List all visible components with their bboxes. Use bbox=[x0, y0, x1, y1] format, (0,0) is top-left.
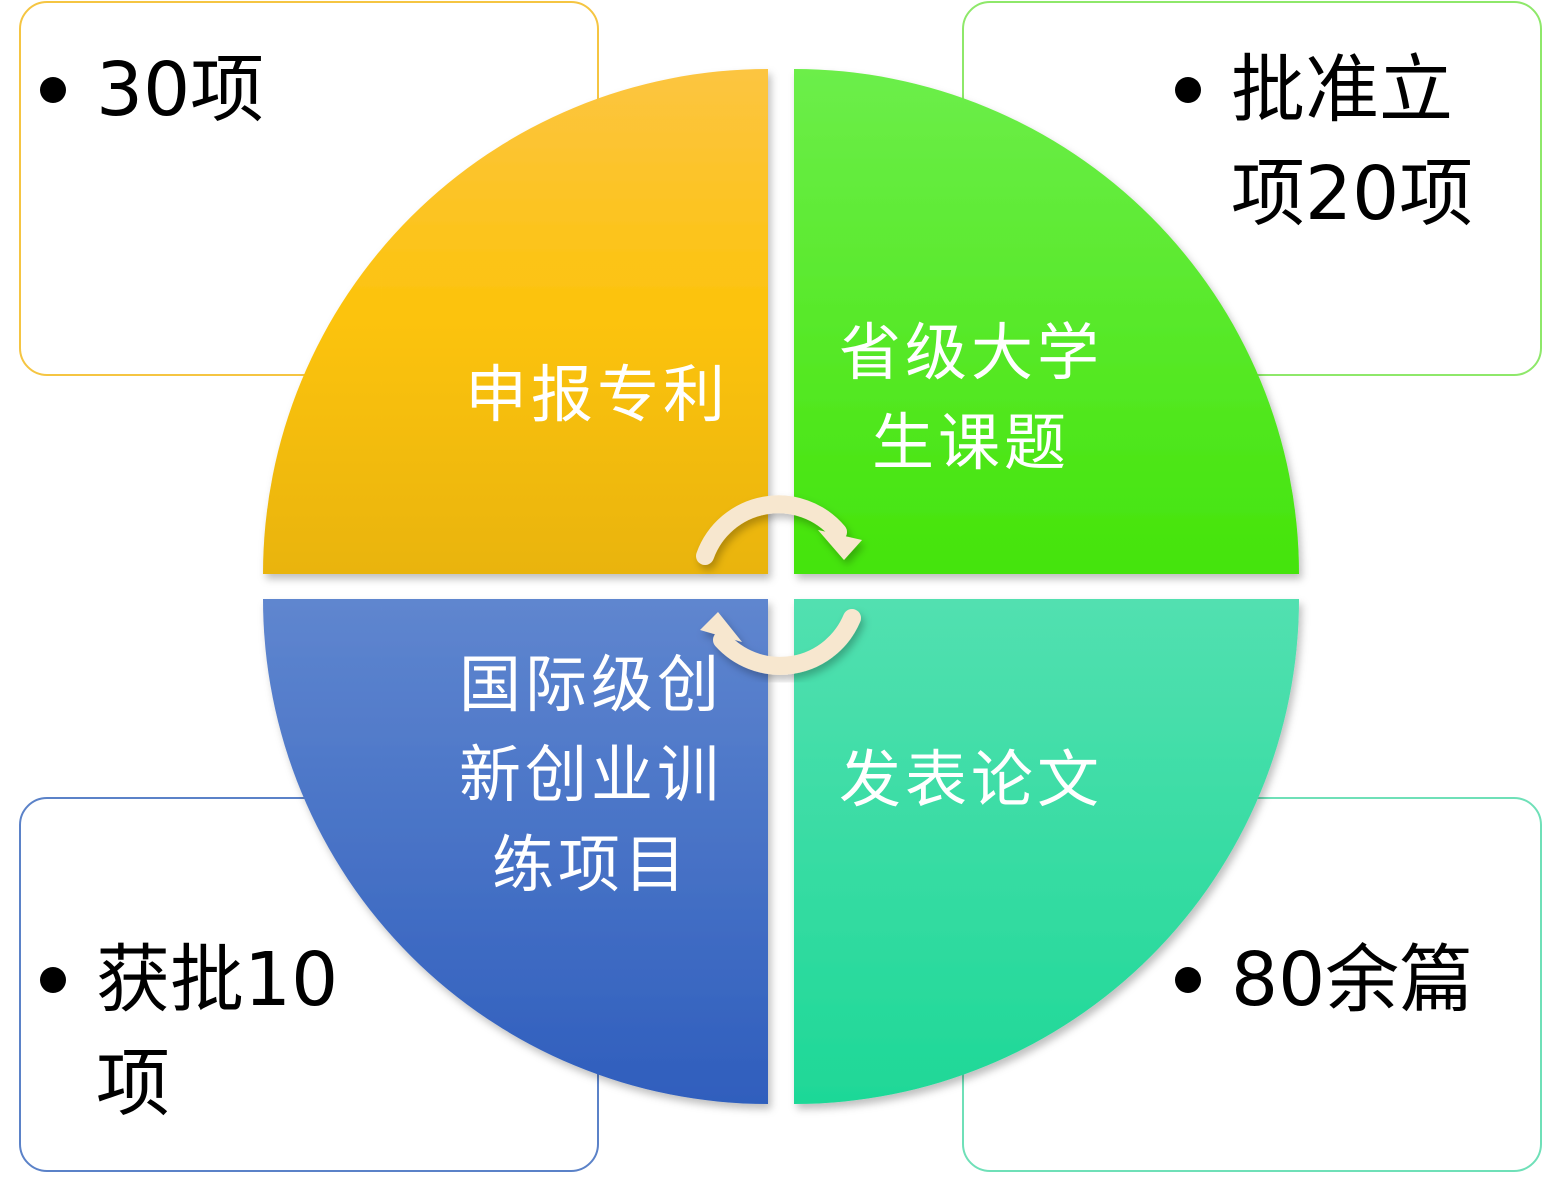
segment-label-bottom-left: 国际级创新创业训练项目 bbox=[458, 648, 723, 901]
bullet-top-left: 30项 bbox=[40, 38, 560, 142]
bullet-bottom-left: 获批10项 bbox=[40, 928, 400, 1136]
segment-label-top-right: 省级大学生课题 bbox=[838, 316, 1103, 479]
bullet-text: 获批10项 bbox=[96, 937, 339, 1127]
segment-top-right bbox=[794, 69, 1299, 574]
segment-label-bottom-right: 发表论文 bbox=[838, 743, 1103, 816]
bullet-dot-icon bbox=[40, 967, 66, 993]
bullet-dot-icon bbox=[1175, 77, 1201, 103]
bullet-bottom-right: 80余篇 bbox=[1175, 928, 1515, 1032]
segment-top-left bbox=[263, 69, 768, 574]
circular-arrows-icon bbox=[696, 495, 862, 675]
bullet-top-right: 批准立项20项 bbox=[1175, 38, 1505, 246]
bullet-dot-icon bbox=[40, 77, 66, 103]
bullet-dot-icon bbox=[1175, 967, 1201, 993]
bullet-text: 80余篇 bbox=[1231, 937, 1474, 1023]
segment-bottom-left bbox=[263, 599, 768, 1104]
bullet-text: 批准立项20项 bbox=[1231, 47, 1474, 237]
segment-bottom-right bbox=[794, 599, 1299, 1104]
bullet-text: 30项 bbox=[96, 47, 265, 133]
segment-label-top-left: 申报专利 bbox=[464, 358, 729, 431]
